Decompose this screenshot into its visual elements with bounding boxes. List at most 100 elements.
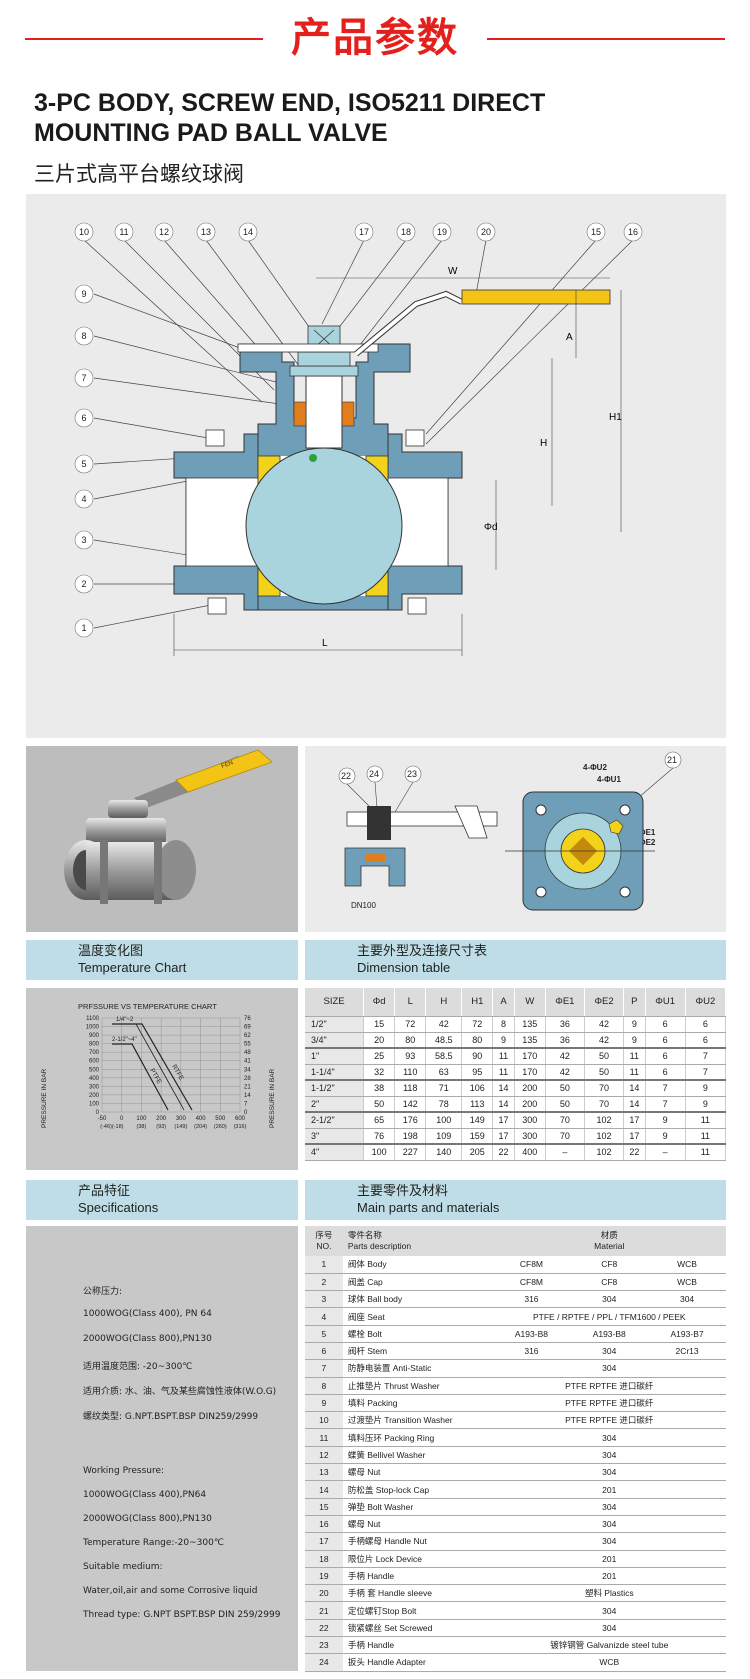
- table-cell: –: [645, 1144, 686, 1161]
- part-name: 球体 Ball body: [342, 1290, 493, 1309]
- table-cell: 3": [305, 1128, 365, 1145]
- product-title-cn: 三片式高平台螺纹球阀: [34, 162, 244, 186]
- detail-svg: 22 24 23 21 DN100 4-ΦU2 4-ΦU1 ΦE1 ΦE2 P: [338, 751, 682, 911]
- table-cell: 70: [545, 1112, 585, 1129]
- table-cell: 106: [461, 1080, 494, 1097]
- table-cell: 198: [394, 1128, 427, 1145]
- x-tick-f: (38): [137, 1124, 147, 1130]
- part-material: 304: [492, 1463, 726, 1482]
- part-number: 6: [305, 1342, 343, 1361]
- spec-line: Working Pressure:: [83, 1466, 165, 1476]
- y-axis-label-right: PRESSURE IN BAR: [269, 1068, 276, 1128]
- table-cell: 300: [514, 1128, 546, 1145]
- table-cell: 170: [514, 1048, 546, 1065]
- svg-text:7: 7: [81, 373, 86, 383]
- table-cell: 1-1/2": [305, 1080, 365, 1097]
- dim-label-l: L: [322, 638, 328, 649]
- y-tick-left: 0: [96, 1110, 100, 1116]
- callout-19: 19: [432, 222, 452, 242]
- part-name: 螺母 Nut: [342, 1463, 493, 1482]
- callout-4: 4: [74, 489, 94, 509]
- y-tick-right: 76: [244, 1016, 251, 1022]
- part-name: 填料 Packing: [342, 1394, 493, 1413]
- y-tick-left: 100: [89, 1101, 100, 1107]
- table-cell: 6: [645, 1064, 686, 1081]
- series-label-small: 1/4"~2: [116, 1017, 134, 1023]
- section-banner: 产品参数: [0, 14, 750, 64]
- table-cell: 70: [584, 1080, 625, 1097]
- y-tick-right: 34: [244, 1067, 251, 1073]
- dim-label-h: H: [540, 438, 547, 449]
- part-material: 304: [492, 1601, 726, 1620]
- spec-line: 2000WOG(Class 800),PN130: [83, 1514, 212, 1524]
- part-name: 定位螺钉Stop Bolt: [342, 1601, 493, 1620]
- table-cell: 1": [305, 1048, 365, 1065]
- callout-13: 13: [196, 222, 216, 242]
- table-cell: 170: [514, 1064, 546, 1081]
- part-name: 阀座 Seat: [342, 1307, 493, 1326]
- part-name: 手柄 Handle: [342, 1567, 493, 1586]
- y-tick-left: 200: [89, 1093, 100, 1099]
- table-cell: 36: [545, 1032, 585, 1049]
- table-cell: 100: [363, 1144, 396, 1161]
- table-cell: 72: [461, 1016, 494, 1033]
- part-material: A193-B7: [648, 1325, 726, 1343]
- callout-5: 5: [74, 454, 94, 474]
- y-tick-left: 900: [89, 1033, 100, 1039]
- callout-7: 7: [74, 368, 94, 388]
- table-cell: 7: [685, 1048, 727, 1065]
- part-number: 18: [305, 1550, 343, 1568]
- spec-line: 1000WOG(Class 400),PN64: [83, 1490, 207, 1500]
- y-tick-left: 400: [89, 1076, 100, 1082]
- table-cell: 50: [545, 1080, 585, 1097]
- x-tick: 100: [136, 1116, 147, 1122]
- table-cell: 48.5: [425, 1032, 463, 1049]
- part-name: 扳头 Handle Adapter: [342, 1653, 493, 1672]
- part-material: CF8: [570, 1273, 649, 1292]
- part-material: 201: [492, 1567, 726, 1586]
- table-cell: 9: [685, 1080, 727, 1097]
- part-number: 24: [305, 1653, 343, 1672]
- table-cell: 200: [514, 1096, 546, 1113]
- callout-12: 12: [154, 222, 174, 242]
- table-cell: 4": [305, 1144, 365, 1161]
- table-cell: 25: [363, 1048, 396, 1065]
- table-cell: –: [545, 1144, 585, 1161]
- part-name: 限位片 Lock Device: [342, 1550, 493, 1568]
- svg-text:1: 1: [81, 623, 86, 633]
- table-cell: 7: [645, 1096, 686, 1113]
- part-name: 阀杆 Stem: [342, 1342, 493, 1361]
- table-cell: 15: [363, 1016, 396, 1033]
- spec-line: Water,oil,air and some Corrosive liquid: [83, 1586, 258, 1596]
- table-cell: 6: [685, 1032, 727, 1049]
- table-cell: 11: [623, 1064, 646, 1081]
- callout-18: 18: [396, 222, 416, 242]
- part-material: 镀锌钢管 Galvanizde steel tube: [492, 1636, 726, 1655]
- part-material: PTFE / RPTFE / PPL / TFM1600 / PEEK: [492, 1307, 726, 1326]
- y-tick-right: 14: [244, 1093, 251, 1099]
- temperature-header: 温度变化图 Temperature Chart: [26, 940, 298, 980]
- part-material: 304: [492, 1428, 726, 1447]
- svg-text:18: 18: [401, 227, 411, 237]
- table-cell: 200: [514, 1080, 546, 1097]
- svg-text:11: 11: [119, 227, 128, 237]
- table-cell: 58.5: [425, 1048, 463, 1065]
- svg-text:DN100: DN100: [351, 901, 376, 910]
- table-cell: 32: [363, 1064, 396, 1081]
- svg-text:24: 24: [369, 769, 379, 779]
